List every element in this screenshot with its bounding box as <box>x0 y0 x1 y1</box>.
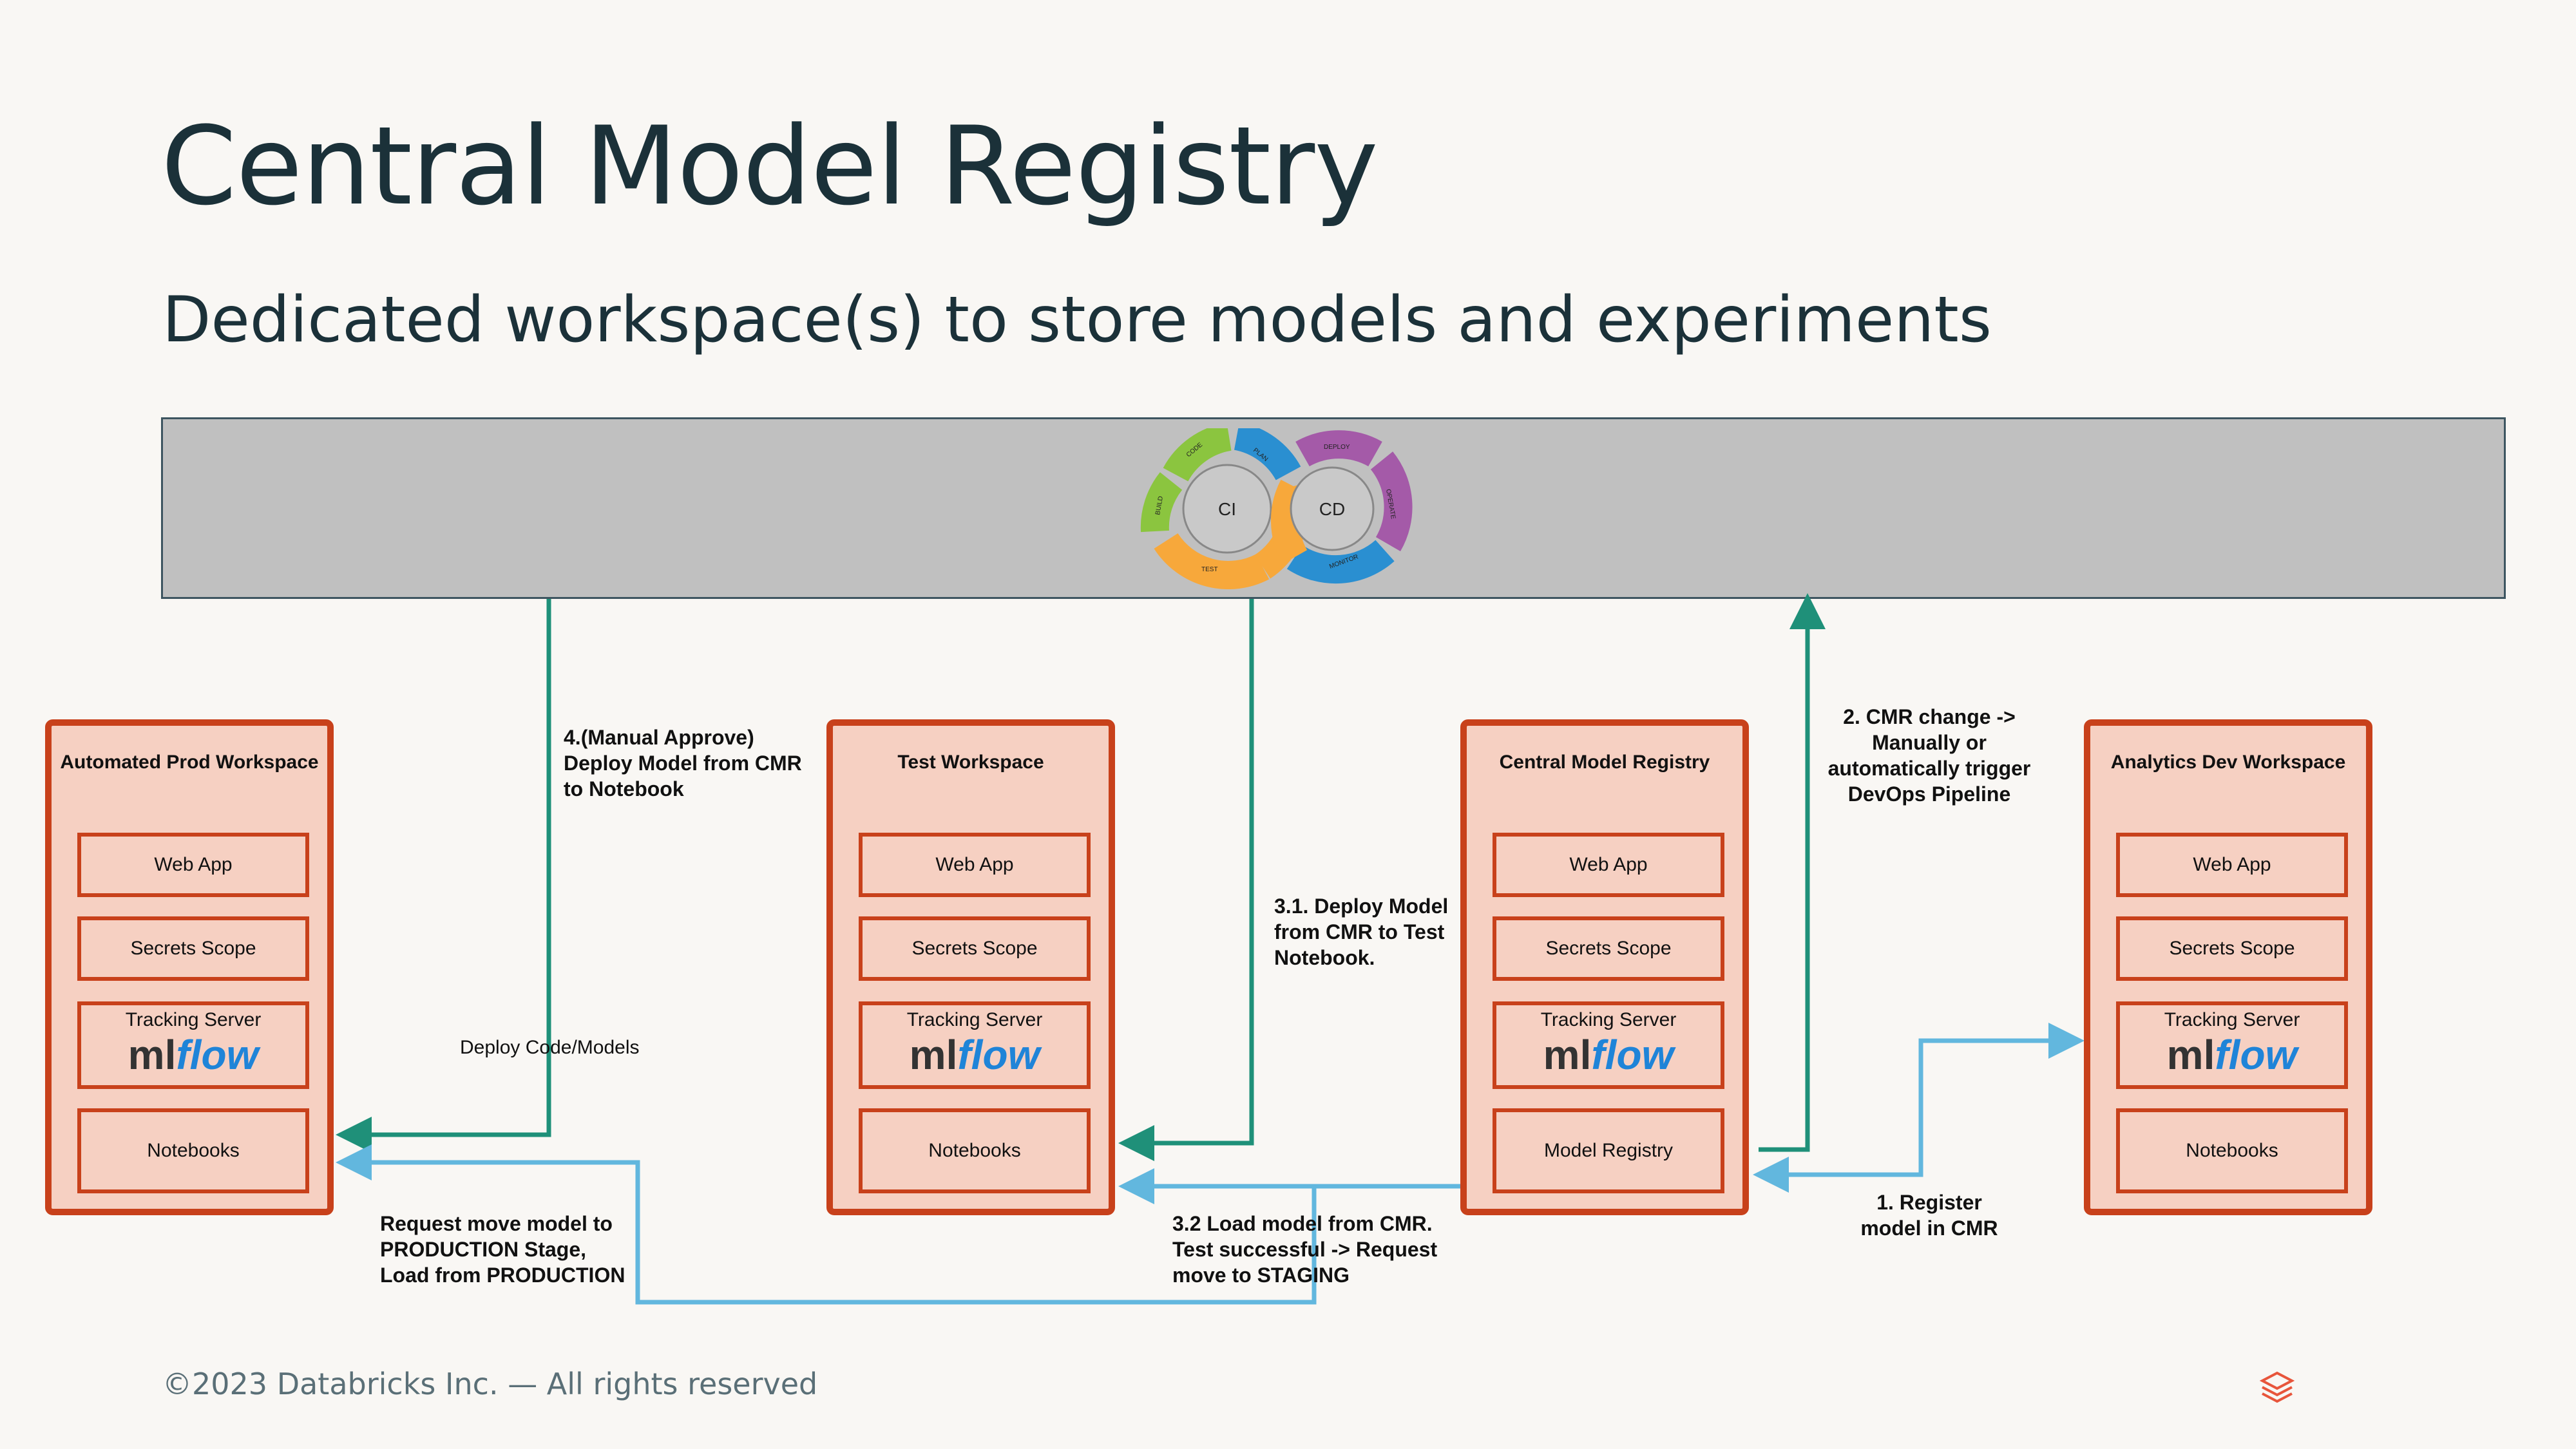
tracking-server-label: Tracking Server <box>906 1009 1043 1030</box>
arrow-trigger-pipeline <box>1759 593 1826 1152</box>
annotation-deploy-code: Deploy Code/Models <box>460 1037 640 1058</box>
workspace-automated-prod: Automated Prod Workspace Web App Secrets… <box>45 719 334 1215</box>
arrow-deploy-prod <box>336 599 551 1153</box>
annotation-cmr-change: 2. CMR change -> Manually or automatical… <box>1827 705 2031 806</box>
web-app-box: Web App <box>859 833 1091 897</box>
tracking-server-label: Tracking Server <box>1540 1009 1677 1030</box>
ci-segment-build <box>1140 472 1183 533</box>
mlflow-logo: mlflow <box>909 1032 1040 1078</box>
tracking-server-label: Tracking Server <box>125 1009 262 1030</box>
mlflow-logo: mlflow <box>1543 1032 1674 1078</box>
secrets-scope-box: Secrets Scope <box>1493 916 1724 981</box>
ci-segment-plan <box>1234 428 1301 481</box>
notebooks-box: Notebooks <box>77 1108 309 1193</box>
tracking-server-box: Tracking Server mlflow <box>77 1001 309 1089</box>
notebooks-box: Notebooks <box>859 1108 1091 1193</box>
cd-deploy-label: DEPLOY <box>1324 444 1350 451</box>
tracking-server-box: Tracking Server mlflow <box>1493 1001 1724 1089</box>
ci-cd-loop-icon: CI CODE PLAN BUILD TEST RELEASE CD DEPLO… <box>1140 428 1413 589</box>
databricks-stack-icon <box>2260 1371 2295 1403</box>
secrets-scope-box: Secrets Scope <box>77 916 309 981</box>
page-subtitle: Dedicated workspace(s) to store models a… <box>162 283 1992 357</box>
workspace-title: Test Workspace <box>897 752 1044 773</box>
annotation-manual-approve: 4.(Manual Approve) Deploy Model from CMR… <box>564 726 802 800</box>
web-app-box: Web App <box>77 833 309 897</box>
tracking-server-box: Tracking Server mlflow <box>859 1001 1091 1089</box>
cd-ring: CD DEPLOY OPERATE MONITOR <box>1271 430 1413 584</box>
web-app-box: Web App <box>1493 833 1724 897</box>
tracking-server-box: Tracking Server mlflow <box>2116 1001 2348 1089</box>
workspace-title: Analytics Dev Workspace <box>2110 752 2346 773</box>
annotation-load-model: 3.2 Load model from CMR. Test successful… <box>1172 1212 1438 1287</box>
secrets-scope-box: Secrets Scope <box>859 916 1091 981</box>
footer-copyright: ©2023 Databricks Inc. — All rights reser… <box>162 1367 818 1401</box>
mlflow-logo: mlflow <box>2166 1032 2298 1078</box>
workspace-central-model-registry: Central Model Registry Web App Secrets S… <box>1460 719 1749 1215</box>
mlflow-logo: mlflow <box>128 1032 259 1078</box>
workspace-title: Automated Prod Workspace <box>60 752 319 773</box>
annotation-register-model: 1. Register model in CMR <box>1860 1191 1998 1240</box>
ci-test-label: TEST <box>1201 566 1218 573</box>
workspace-title: Central Model Registry <box>1499 752 1710 773</box>
ci-segment-code <box>1163 428 1232 482</box>
workspace-test: Test Workspace Web App Secrets Scope Tra… <box>826 719 1115 1215</box>
annotation-deploy-test: 3.1. Deploy Model from CMR to Test Noteb… <box>1274 895 1449 969</box>
cd-segment-operate <box>1370 451 1413 552</box>
arrow-request-production <box>336 1144 1317 1305</box>
notebooks-box: Notebooks <box>2116 1108 2348 1193</box>
ci-build-label: BUILD <box>1154 496 1165 516</box>
ci-label: CI <box>1218 499 1236 519</box>
annotation-request-production: Request move model to PRODUCTION Stage, … <box>380 1212 625 1287</box>
page-title: Central Model Registry <box>161 103 1379 229</box>
model-registry-box: Model Registry <box>1493 1108 1724 1193</box>
ci-segment-test <box>1154 533 1270 589</box>
workspace-analytics-dev: Analytics Dev Workspace Web App Secrets … <box>2084 719 2372 1215</box>
arrow-deploy-test <box>1118 599 1254 1161</box>
cd-segment-deploy <box>1295 430 1382 467</box>
tracking-server-label: Tracking Server <box>2164 1009 2300 1030</box>
cd-segment-monitor <box>1286 540 1395 584</box>
web-app-box: Web App <box>2116 833 2348 897</box>
secrets-scope-box: Secrets Scope <box>2116 916 2348 981</box>
cd-label: CD <box>1319 499 1345 519</box>
